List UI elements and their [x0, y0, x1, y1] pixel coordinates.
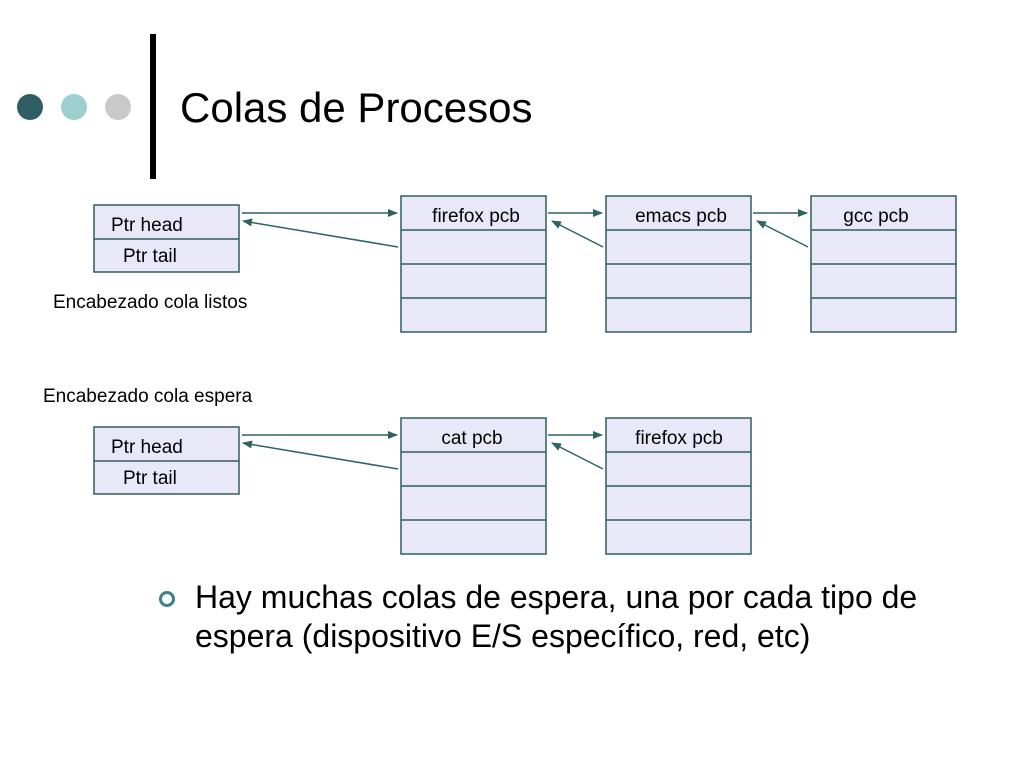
- bullet-text: Hay muchas colas de espera, una por cada…: [195, 579, 918, 654]
- ready-queue-header: Ptr head Ptr tail: [93, 204, 240, 273]
- decor-dot-dark: [17, 94, 43, 120]
- prev-pointer-arrow: [551, 220, 604, 248]
- prev-pointer-arrow: [756, 220, 809, 248]
- back-pointer-arrow: [242, 218, 399, 248]
- slide-title: Colas de Procesos: [180, 84, 533, 131]
- ring-bullet-icon: [159, 591, 175, 607]
- decor-dot-light: [61, 94, 87, 120]
- pcb-label: gcc pcb: [843, 206, 908, 227]
- decor-dot-gray: [105, 94, 131, 120]
- pcb-label: firefox pcb: [635, 428, 723, 449]
- ready-queue-caption: Encabezado cola listos: [53, 292, 247, 313]
- ptr-tail-label: Ptr tail: [123, 468, 177, 489]
- pcb-firefox: firefox pcb: [400, 195, 547, 333]
- prev-pointer-arrow: [551, 442, 604, 470]
- wait-queue-caption: Encabezado cola espera: [43, 386, 253, 407]
- ptr-tail-label: Ptr tail: [123, 246, 177, 267]
- back-pointer-arrow: [242, 440, 399, 470]
- wait-queue-header: Ptr head Ptr tail: [93, 426, 240, 495]
- pcb-emacs: emacs pcb: [605, 195, 752, 333]
- pcb-cat: cat pcb: [400, 417, 547, 555]
- pcb-label: firefox pcb: [432, 206, 520, 227]
- title-divider: [150, 34, 156, 179]
- pcb-gcc: gcc pcb: [810, 195, 957, 333]
- pcb-label: emacs pcb: [635, 206, 727, 227]
- ptr-head-label: Ptr head: [111, 437, 183, 458]
- pcb-firefox-wait: firefox pcb: [605, 417, 752, 555]
- ptr-head-label: Ptr head: [111, 215, 183, 236]
- pcb-label: cat pcb: [441, 428, 502, 449]
